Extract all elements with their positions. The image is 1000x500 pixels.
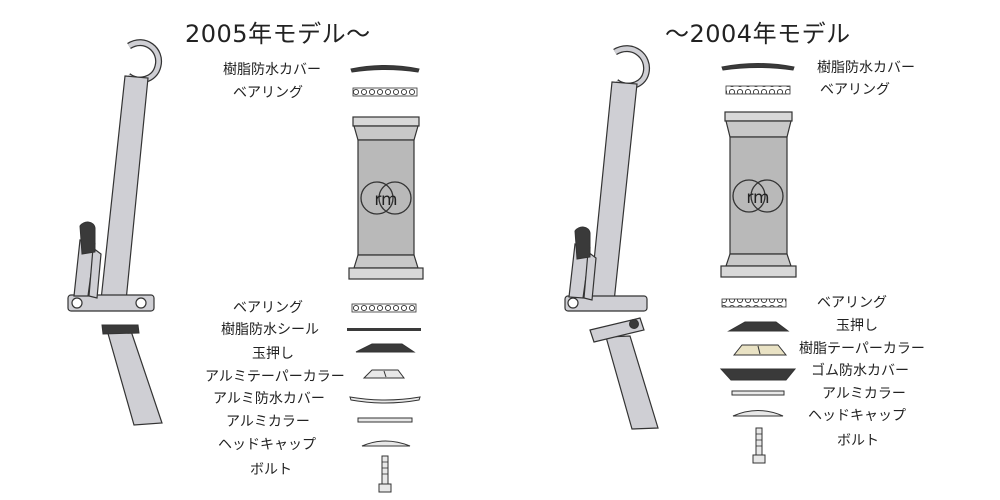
label-bolt-left: ボルト bbox=[250, 462, 292, 478]
label-resin-taper-collar-right: 樹脂テーパーカラー bbox=[799, 341, 925, 357]
label-alu-collar-left: アルミカラー bbox=[226, 414, 310, 430]
label-bearing-top-left: ベアリング bbox=[233, 85, 303, 101]
hub-logo-left: rm bbox=[374, 190, 397, 210]
label-cone-left: 玉押し bbox=[252, 346, 294, 362]
label-alu-cover-left: アルミ防水カバー bbox=[213, 391, 325, 407]
label-resin-cover-left: 樹脂防水カバー bbox=[223, 62, 321, 78]
label-alu-taper-collar-left: アルミテーパーカラー bbox=[205, 369, 345, 385]
title-2004-model: 〜2004年モデル bbox=[665, 20, 851, 48]
label-bearing-bottom-left: ベアリング bbox=[233, 300, 303, 316]
label-bearing-top-right: ベアリング bbox=[820, 82, 890, 98]
label-resin-cover-right: 樹脂防水カバー bbox=[817, 60, 915, 76]
hub-logo-right: rm bbox=[746, 188, 769, 208]
label-alu-collar-right: アルミカラー bbox=[822, 386, 906, 402]
label-cone-right: 玉押し bbox=[836, 318, 878, 334]
title-2005-model: 2005年モデル〜 bbox=[185, 20, 371, 48]
label-bolt-right: ボルト bbox=[837, 433, 879, 449]
label-bearing-bottom-right: ベアリング bbox=[817, 295, 887, 311]
label-head-cap-left: ヘッドキャップ bbox=[218, 437, 316, 453]
label-rubber-cover-right: ゴム防水カバー bbox=[811, 363, 909, 379]
parts-stack-right: rm bbox=[719, 63, 797, 464]
label-resin-seal-left: 樹脂防水シール bbox=[221, 322, 319, 338]
frame-stem-left bbox=[67, 39, 163, 426]
parts-stack-left: rm bbox=[347, 65, 424, 493]
label-head-cap-right: ヘッドキャップ bbox=[808, 408, 906, 424]
frame-stem-right bbox=[564, 45, 659, 430]
